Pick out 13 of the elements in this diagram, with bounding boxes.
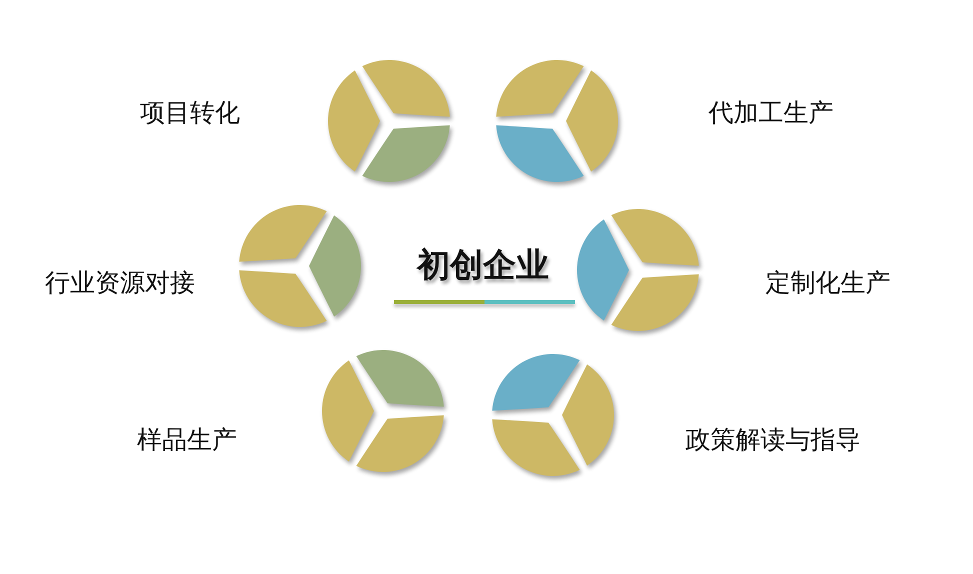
three-petal-circle-icon — [496, 60, 618, 182]
node-caption: 样品生产 — [137, 425, 237, 455]
node-caption: 定制化生产 — [766, 268, 890, 298]
node-caption: 代加工生产 — [708, 98, 834, 128]
three-petal-circle-icon — [577, 209, 699, 331]
node-caption: 行业资源对接 — [45, 268, 195, 298]
three-petal-circle-icon — [492, 354, 614, 476]
three-petal-circle-icon — [322, 350, 444, 472]
node-caption: 项目转化 — [140, 98, 240, 128]
diagram-title: 初创企业 — [417, 245, 549, 285]
three-petal-circle-icon — [239, 205, 361, 327]
node-caption: 政策解读与指导 — [686, 425, 860, 455]
three-petal-circle-icon — [328, 60, 450, 182]
